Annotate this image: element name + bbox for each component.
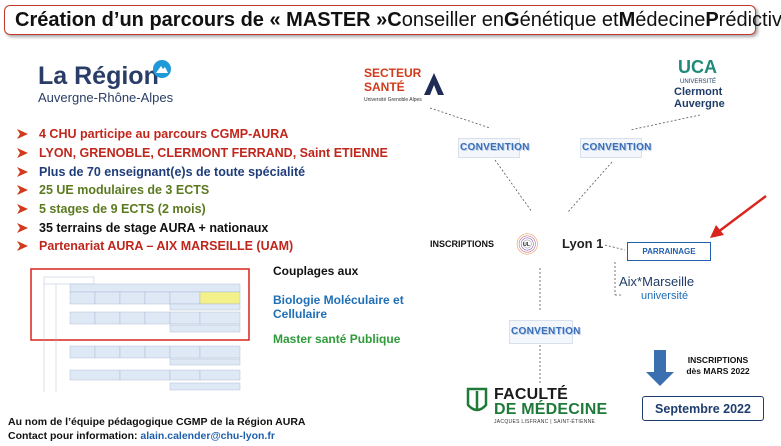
bullet-item: Plus de 70 enseignant(e)s de toute spéci… xyxy=(16,162,388,181)
bullet-list: 4 CHU participe au parcours CGMP-AURA LY… xyxy=(16,125,388,256)
convention-label-bottom: CONVENTION xyxy=(511,326,581,337)
title-segment: onseiller en xyxy=(401,8,505,31)
title-segment: P xyxy=(705,8,719,31)
inscriptions-date: INSCRIPTIONS dès MARS 2022 xyxy=(673,355,763,377)
uca-line1: UNIVERSITÉ xyxy=(680,78,716,85)
uca-line2: Clermont xyxy=(674,86,723,98)
couplages-item-biologie: Biologie Moléculaire et Cellulaire xyxy=(273,292,404,322)
region-name: La Région xyxy=(38,62,159,90)
secteur-sante-logo: SECTEUR SANTÉ Université Grenoble Alpes xyxy=(364,66,444,103)
curriculum-table-image xyxy=(30,268,252,400)
region-subtitle: Auvergne-Rhône-Alpes xyxy=(38,90,174,105)
convention-badge-right xyxy=(580,138,642,158)
faculte-line3: JACQUES LISFRANC | SAINT-ÉTIENNE xyxy=(494,419,596,425)
title-segment: C xyxy=(387,8,402,31)
region-mountain-icon xyxy=(153,60,171,78)
arrow-bullet-icon xyxy=(17,185,28,196)
title-segment: édecine xyxy=(635,8,706,31)
contact-email-link[interactable]: alain.calender@chu-lyon.fr xyxy=(140,430,275,442)
arrow-bullet-icon xyxy=(17,166,28,177)
footer-team: Au nom de l’équipe pédagogique CGMP de l… xyxy=(8,416,306,428)
title-segment: rédictive xyxy=(718,8,781,31)
convention-badge-left xyxy=(458,138,520,158)
bullet-item: Partenariat AURA – AIX MARSEILLE (UAM) xyxy=(16,237,388,256)
title-segment: G xyxy=(504,8,520,31)
aix-marseille-logo: Aix*Marseille université xyxy=(619,274,694,302)
red-pointer-arrow xyxy=(710,195,767,238)
couplages-block: Couplages aux Biologie Moléculaire et Ce… xyxy=(273,264,423,346)
title-segment: Création d’un parcours de « MASTER » xyxy=(15,8,388,31)
lyon1-logo: UL xyxy=(516,233,538,255)
secteur-line1: SECTEUR xyxy=(364,66,422,80)
inscriptions-line2: dès MARS 2022 xyxy=(686,366,750,376)
title-segment: M xyxy=(618,8,636,31)
bullet-item: LYON, GRENOBLE, CLERMONT FERRAND, Saint … xyxy=(16,144,388,163)
secteur-line2: SANTÉ xyxy=(364,79,405,94)
uca-line3: Auvergne xyxy=(674,98,725,110)
bullet-item: 5 stages de 9 ECTS (2 mois) xyxy=(16,200,388,219)
arrow-bullet-icon xyxy=(17,129,28,140)
couplages-item-sante-publique: Master santé Publique xyxy=(273,331,401,346)
aix-line1: Aix*Marseille xyxy=(619,274,694,289)
parrainage-box: PARRAINAGE xyxy=(627,242,711,261)
down-arrow-icon xyxy=(646,350,674,386)
bullet-item: 35 terrains de stage AURA + nationaux xyxy=(16,218,388,237)
lyon1-mark: UL xyxy=(523,242,530,248)
arrow-bullet-icon xyxy=(17,148,28,159)
inscriptions-line1: INSCRIPTIONS xyxy=(687,355,749,365)
septembre-box: Septembre 2022 xyxy=(642,396,764,421)
uca-mark: UCA xyxy=(678,57,717,77)
uca-logo: UCA UNIVERSITÉ Clermont Auvergne xyxy=(674,57,725,110)
faculte-emblem-icon xyxy=(466,387,488,412)
arrow-bullet-icon xyxy=(17,222,28,233)
lyon1-label: Lyon 1 xyxy=(562,236,604,251)
faculte-line2: DE MÉDECINE xyxy=(494,401,608,418)
bullet-item: 25 UE modulaires de 3 ECTS xyxy=(16,181,388,200)
arrow-bullet-icon xyxy=(17,204,28,215)
bullet-item: 4 CHU participe au parcours CGMP-AURA xyxy=(16,125,388,144)
contact-label: Contact pour information: xyxy=(8,430,141,442)
arrow-bullet-icon xyxy=(17,241,28,252)
faculte-line1: FACULTÉ xyxy=(494,386,568,403)
footer-contact: Contact pour information: alain.calender… xyxy=(8,430,275,442)
title-segment: énétique et xyxy=(519,8,619,31)
convention-label-right: CONVENTION xyxy=(582,142,652,153)
couplages-heading: Couplages aux xyxy=(273,264,359,278)
convention-badge-bottom xyxy=(509,320,573,344)
secteur-line3: Université Grenoble Alpes xyxy=(364,97,422,103)
inscriptions-label: INSCRIPTIONS xyxy=(430,239,495,249)
convention-label-left: CONVENTION xyxy=(460,142,530,153)
aix-line2: université xyxy=(641,290,688,302)
